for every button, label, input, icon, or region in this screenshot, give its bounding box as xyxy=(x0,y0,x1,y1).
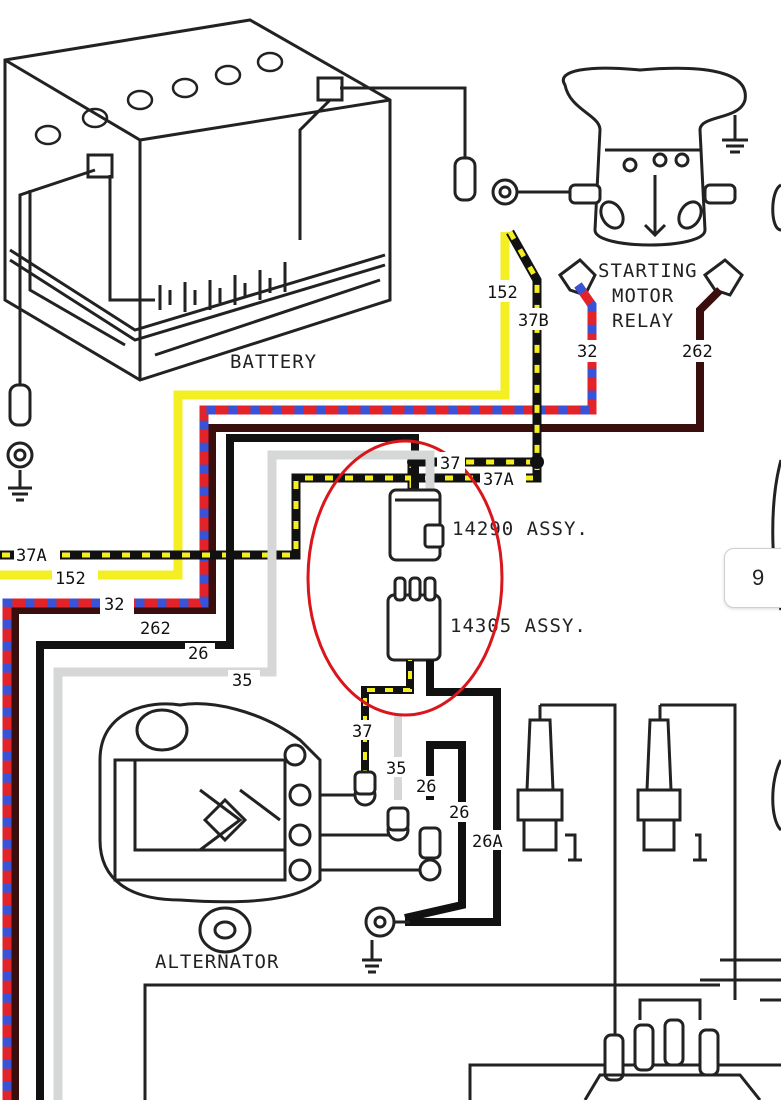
spark-plug-2 xyxy=(636,703,737,1000)
label-37b: 37B xyxy=(518,311,549,331)
wire-262 xyxy=(11,287,723,1100)
wire-152 xyxy=(0,232,510,580)
alternator xyxy=(98,702,442,954)
battery-positive-cable xyxy=(340,86,570,206)
label-262-left: 262 xyxy=(140,619,171,639)
page-number-tab[interactable]: 9 xyxy=(724,548,781,608)
alternator-label: ALTERNATOR xyxy=(155,951,279,973)
label-37: 37 xyxy=(440,454,460,474)
label-26-b: 26 xyxy=(449,803,469,823)
wire-labels: 152 37B 32 262 37 37A 37A 152 32 262 26 … xyxy=(14,280,722,852)
ground-lug xyxy=(362,906,410,974)
starting-motor-relay xyxy=(557,66,748,297)
assembly-14290 xyxy=(388,488,445,562)
relay-label-line2: MOTOR xyxy=(612,285,674,307)
label-32: 32 xyxy=(577,342,597,362)
label-26a: 26A xyxy=(472,832,503,852)
label-152: 152 xyxy=(487,283,518,303)
relay-label-line3: RELAY xyxy=(612,310,674,332)
battery-ground-cable xyxy=(6,168,96,502)
label-26-left: 26 xyxy=(188,644,208,664)
distributor xyxy=(143,983,781,1100)
battery-label: BATTERY xyxy=(230,351,317,373)
label-152-left: 152 xyxy=(55,569,86,589)
spark-plug-1 xyxy=(516,703,617,1040)
label-37-low: 37 xyxy=(352,722,372,742)
battery xyxy=(3,18,392,382)
wire-32 xyxy=(2,282,597,1100)
label-35-low: 35 xyxy=(386,759,406,779)
label-26-a: 26 xyxy=(416,777,436,797)
label-32-left: 32 xyxy=(104,595,124,615)
label-37a: 37A xyxy=(483,470,514,490)
label-35-left: 35 xyxy=(232,671,252,691)
assembly-14290-label: 14290 ASSY. xyxy=(452,518,589,540)
page-number: 9 xyxy=(752,565,765,590)
assembly-14305-label: 14305 ASSY. xyxy=(450,615,587,637)
wire-35 xyxy=(53,450,435,1100)
wire-26 xyxy=(36,434,419,1100)
red-annotation-circle xyxy=(306,439,504,717)
assembly-14305 xyxy=(386,576,442,662)
label-37a-left: 37A xyxy=(16,546,47,566)
relay-label-line1: STARTING xyxy=(598,260,698,282)
label-262: 262 xyxy=(682,342,713,362)
